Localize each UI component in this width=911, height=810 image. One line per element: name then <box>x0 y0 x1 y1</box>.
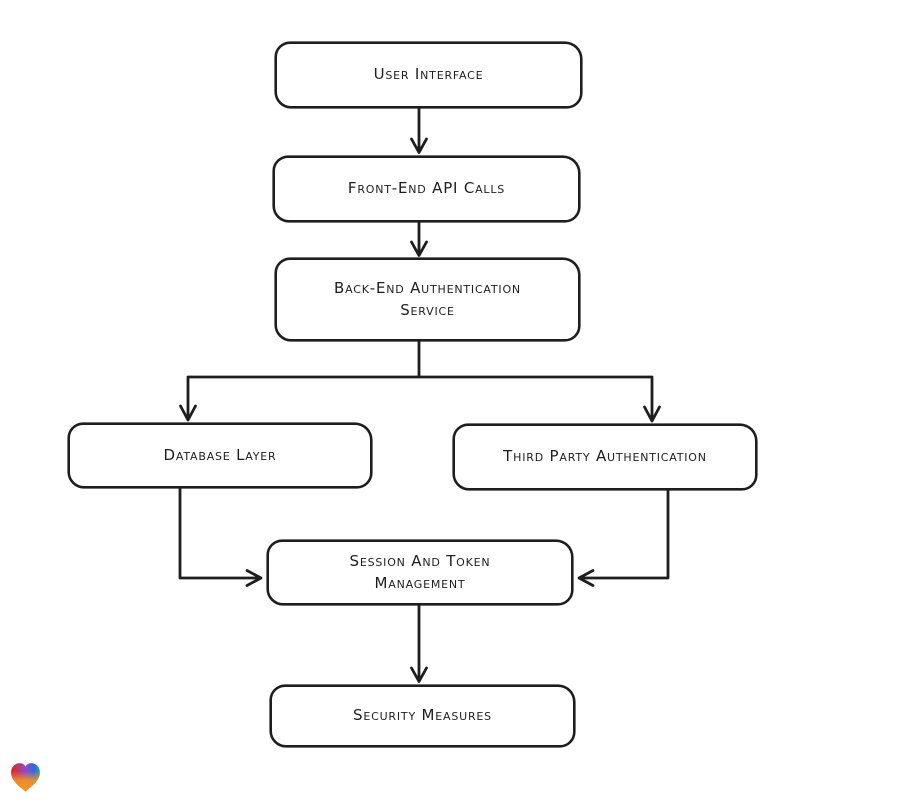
node-label: Front-End API Calls <box>347 179 506 198</box>
node-label: Database Layer <box>163 445 277 464</box>
node-user-interface: User Interface <box>275 42 582 108</box>
node-label: Third Party Authentication <box>503 447 707 466</box>
node-front-end-api-calls: Front-End API Calls <box>273 156 580 222</box>
heart-shape-overlay <box>11 763 40 792</box>
node-third-party-authentication: Third Party Authentication <box>453 424 757 490</box>
heart-logo[interactable] <box>9 761 42 793</box>
edge-front-end-to-back-end <box>410 220 428 257</box>
node-label: Back-End Authentication Service <box>334 278 521 319</box>
node-label: Security Measures <box>353 706 492 725</box>
edge-database-to-session <box>178 486 263 587</box>
edge-back-end-branch <box>179 339 661 423</box>
node-database-layer: Database Layer <box>68 423 372 488</box>
edge-third-party-to-session <box>577 488 670 587</box>
edge-user-interface-to-front-end <box>410 107 428 154</box>
node-back-end-authentication-service: Back-End Authentication Service <box>275 258 580 341</box>
node-label: User Interface <box>373 65 484 84</box>
node-security-measures: Security Measures <box>270 685 575 747</box>
edge-session-to-security <box>410 603 428 683</box>
node-session-and-token-management: Session And Token Management <box>267 540 573 605</box>
node-label: Session And Token Management <box>349 551 491 592</box>
